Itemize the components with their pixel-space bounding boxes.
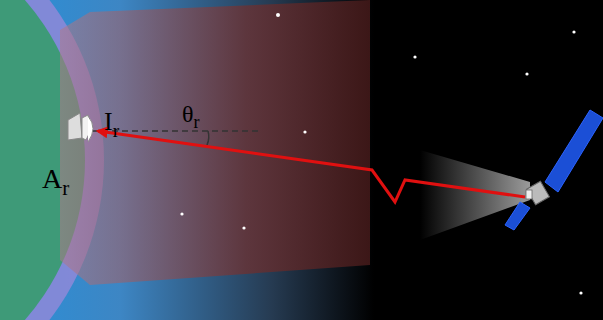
satellite: [505, 110, 603, 230]
stars: [180, 13, 582, 295]
signal-beam: [60, 0, 370, 285]
symbol-label: Ir: [104, 109, 119, 140]
ground-antenna: [68, 113, 93, 142]
signal-arrow: [98, 131, 525, 202]
symbol-label: Ar: [42, 165, 69, 199]
symbol-label: θr: [182, 102, 200, 131]
angle-arc: [207, 131, 209, 145]
